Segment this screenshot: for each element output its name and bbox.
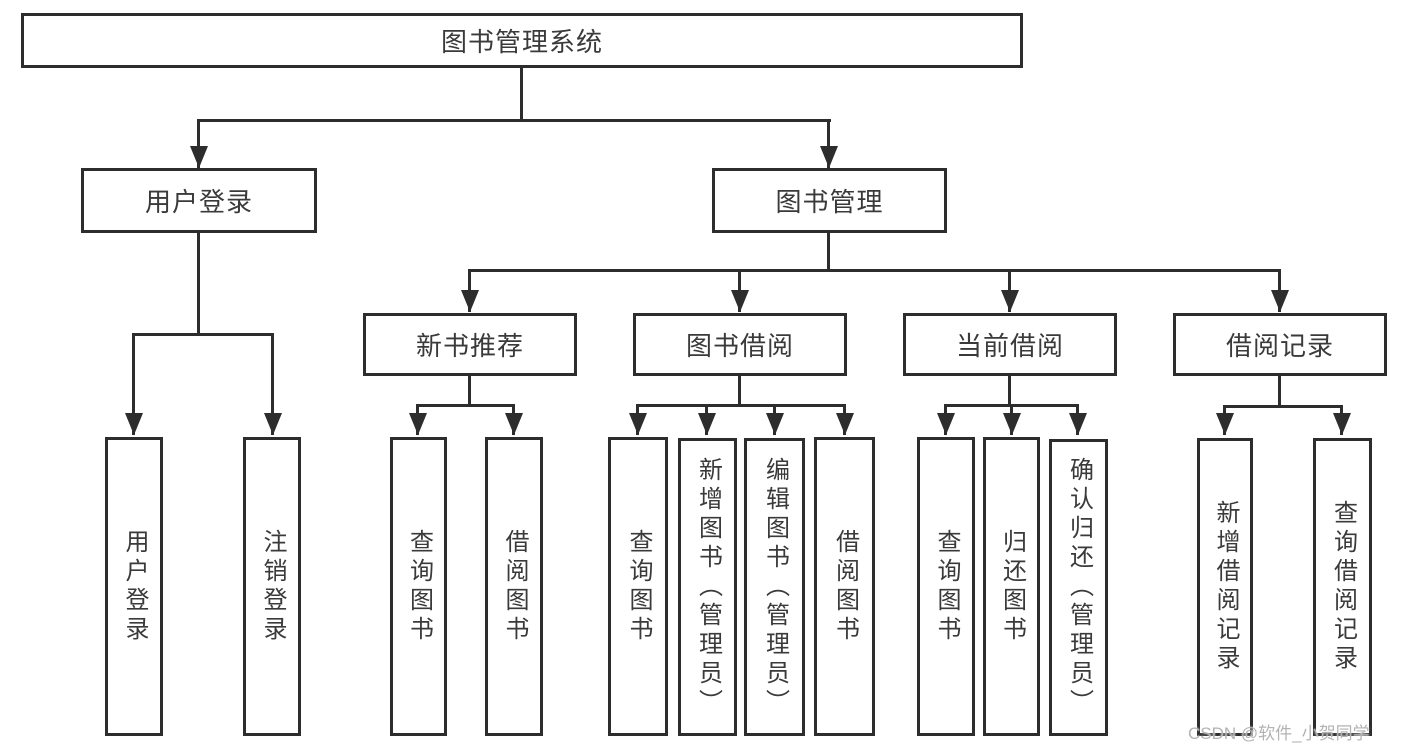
arrow-bookborrow-leaf-2 — [705, 405, 708, 435]
arrow-borrowrecords-leaf-1 — [1223, 406, 1226, 435]
leaf-confirm-return-admin: 确认归还（管理员） — [1049, 439, 1108, 736]
leaf-logout: 注销登录 — [243, 437, 301, 736]
node-borrow-records: 借阅记录 — [1173, 313, 1387, 376]
node-label: 新书推荐 — [415, 331, 524, 361]
arrow-to-book-management — [827, 120, 830, 168]
node-label: 编辑图书（管理员） — [761, 456, 789, 718]
node-label: 当前借阅 — [955, 331, 1064, 361]
connector-root-bar — [197, 119, 831, 122]
arrow-to-leaf-user-login — [132, 334, 135, 435]
connector-currentborrow-stem — [1008, 376, 1011, 407]
node-label: 借阅图书 — [501, 528, 528, 645]
node-label: 借阅图书 — [831, 528, 859, 645]
arrow-to-book-borrow — [738, 270, 741, 312]
leaf-add-books-admin: 新增图书（管理员） — [678, 438, 737, 736]
node-book-management: 图书管理 — [712, 168, 947, 233]
leaf-query-books-recommend: 查询图书 — [390, 437, 447, 736]
arrow-bookborrow-leaf-4 — [843, 405, 846, 435]
arrow-currentborrow-leaf-3 — [1076, 405, 1079, 435]
node-label: 查询借阅记录 — [1329, 500, 1357, 674]
node-label: 查询图书 — [625, 528, 652, 645]
leaf-query-books-current: 查询图书 — [917, 437, 975, 736]
arrow-to-current-borrow — [1008, 270, 1011, 312]
node-label: 图书管理 — [775, 187, 884, 217]
arrow-bookborrow-leaf-1 — [636, 405, 639, 435]
node-label: 归还图书 — [998, 528, 1026, 645]
node-new-book-recommend: 新书推荐 — [363, 313, 577, 376]
arrow-to-user-login — [197, 120, 200, 168]
node-label: 查询图书 — [933, 528, 960, 645]
arrow-to-borrow-records — [1278, 270, 1281, 312]
arrow-currentborrow-leaf-2 — [1010, 405, 1013, 435]
connector-userlogin-stem — [197, 233, 200, 336]
connector-bookmgmt-stem — [827, 233, 830, 271]
connector-userlogin-bar — [132, 333, 274, 336]
leaf-query-borrow-record: 查询借阅记录 — [1313, 438, 1372, 736]
connector-recommend-stem — [468, 376, 471, 407]
connector-bookborrow-bar — [636, 404, 846, 407]
node-root-library-system: 图书管理系统 — [21, 13, 1023, 68]
arrow-to-leaf-logout — [271, 334, 274, 435]
connector-bookborrow-stem — [738, 376, 741, 407]
node-label: 注销登录 — [259, 528, 286, 645]
node-label: 新增图书（管理员） — [694, 456, 722, 718]
watermark: CSDN @软件_小贺同学 — [1188, 724, 1370, 743]
node-label: 图书借阅 — [685, 331, 794, 361]
connector-bookmgmt-bar — [468, 269, 1281, 272]
leaf-borrow-books: 借阅图书 — [814, 437, 875, 736]
arrow-bookborrow-leaf-3 — [773, 405, 776, 435]
connector-borrowrecords-stem — [1278, 376, 1281, 408]
arrow-recommend-leaf-2 — [512, 405, 515, 435]
connector-recommend-bar — [416, 404, 515, 407]
arrow-to-new-book-recommend — [468, 270, 471, 312]
leaf-add-borrow-record: 新增借阅记录 — [1197, 438, 1253, 736]
node-label: 新增借阅记录 — [1212, 500, 1239, 674]
node-current-borrow: 当前借阅 — [903, 313, 1117, 376]
connector-root-stem — [520, 68, 523, 120]
connector-borrowrecords-bar — [1223, 405, 1343, 408]
leaf-borrow-books-recommend: 借阅图书 — [485, 437, 543, 736]
node-label: 查询图书 — [405, 528, 433, 645]
leaf-user-login: 用户登录 — [105, 437, 163, 736]
arrow-recommend-leaf-1 — [416, 405, 419, 435]
node-label: 确认归还（管理员） — [1065, 457, 1093, 718]
arrow-borrowrecords-leaf-2 — [1340, 406, 1343, 435]
leaf-edit-books-admin: 编辑图书（管理员） — [744, 438, 805, 736]
arrow-currentborrow-leaf-1 — [944, 405, 947, 435]
node-user-login: 用户登录 — [81, 168, 317, 233]
node-book-borrow: 图书借阅 — [633, 313, 847, 376]
node-label: 图书管理系统 — [440, 27, 603, 57]
node-label: 借阅记录 — [1225, 331, 1334, 361]
node-label: 用户登录 — [144, 187, 253, 217]
leaf-return-books: 归还图书 — [983, 437, 1040, 736]
node-label: 用户登录 — [121, 528, 148, 645]
leaf-query-books-borrow: 查询图书 — [608, 437, 668, 736]
